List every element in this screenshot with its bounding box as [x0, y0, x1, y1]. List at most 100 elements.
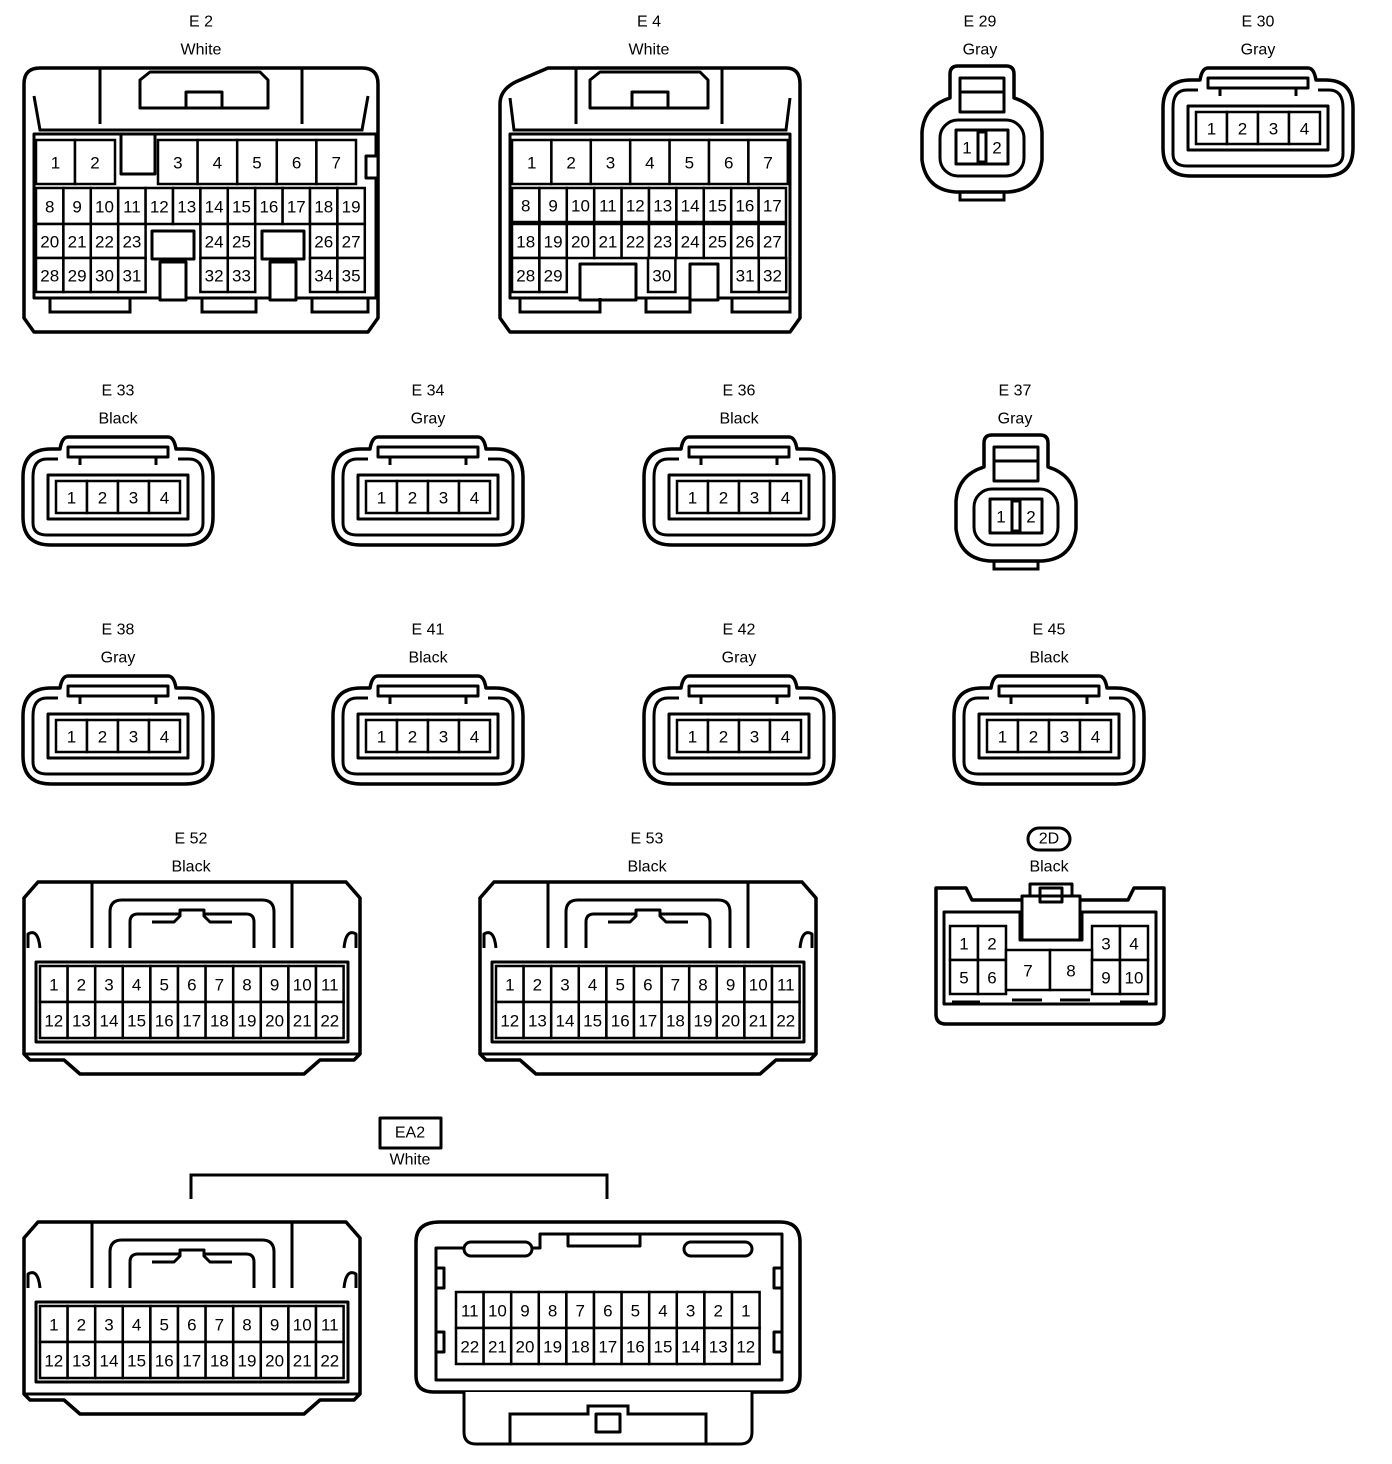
ea2-left-pin-1-number: 1 [49, 1316, 58, 1335]
ea2-left-pin-22-number: 22 [320, 1352, 339, 1371]
e53-pin-1-number: 1 [505, 976, 514, 995]
e2-pin-8-number: 8 [45, 198, 54, 217]
e4-pin-11-number: 11 [599, 197, 617, 216]
e41-pin-3: 3 [426, 718, 461, 754]
e4-pin-16: 16 [729, 186, 760, 224]
e2-pin-34-number: 34 [314, 267, 333, 286]
ea2-left-pin-19: 19 [231, 1340, 263, 1380]
c2d-pin-8-number: 8 [1066, 962, 1075, 981]
ea2-right-pin-3: 3 [675, 1290, 706, 1330]
e34-pin-3-number: 3 [439, 489, 448, 508]
ea2-left-pin-15-number: 15 [127, 1352, 146, 1371]
ea2-left-pin-17: 17 [176, 1340, 207, 1380]
e52-pin-4-number: 4 [132, 976, 141, 995]
e38-pin-3-number: 3 [129, 728, 138, 747]
e29-pin-2: 2 [992, 139, 1001, 158]
ea2-right-pin-20-number: 20 [516, 1338, 535, 1357]
ea2-right-pin-6: 6 [592, 1290, 623, 1330]
e41-pin-4: 4 [457, 718, 492, 754]
e52-pin-10-number: 10 [293, 976, 312, 995]
e4-pin-29-number: 29 [544, 267, 563, 286]
e4-pin-16-number: 16 [735, 197, 754, 216]
e4-pin-28: 28 [510, 256, 541, 294]
e30-pin-2: 2 [1225, 110, 1260, 146]
ea2-left-pin-8-number: 8 [242, 1316, 251, 1335]
e2-pin-29-number: 29 [68, 267, 87, 286]
ea2-left-pin-20: 20 [259, 1340, 290, 1380]
e42-pin-1: 1 [675, 718, 710, 754]
e34-pin-1: 1 [364, 479, 399, 515]
e30-pin-4: 4 [1287, 110, 1322, 146]
e4-pin-18-number: 18 [516, 233, 535, 252]
ea2-right-pin-4: 4 [647, 1290, 679, 1330]
e41-pin-1: 1 [364, 718, 399, 754]
e34-color: Gray [411, 411, 446, 428]
e52-pin-21: 21 [287, 1000, 318, 1040]
e53-pin-18-number: 18 [666, 1012, 685, 1031]
e53-pin-21: 21 [743, 1000, 774, 1040]
e53-pin-10: 10 [743, 964, 774, 1004]
e53-pin-18: 18 [660, 1000, 691, 1040]
ea2-left-pin-13-number: 13 [72, 1352, 91, 1371]
ea2-right-pin-15: 15 [647, 1326, 679, 1366]
e45-pin-4-number: 4 [1091, 728, 1100, 747]
e53-pin-6-number: 6 [643, 976, 652, 995]
e30-pin-1: 1 [1194, 110, 1229, 146]
e38-pin-4: 4 [147, 718, 182, 754]
e41-pin-3-number: 3 [439, 728, 448, 747]
e4-pin-13: 13 [647, 186, 678, 224]
e4-pin-21: 21 [592, 222, 623, 260]
e36-pin-1: 1 [675, 479, 710, 515]
ea2-left-pin-16-number: 16 [155, 1352, 174, 1371]
two-pin-connectors [920, 64, 1078, 571]
e2-pin-8: 8 [34, 186, 65, 226]
ea2-right-pin-9-number: 9 [520, 1302, 529, 1321]
e52-pin-3: 3 [93, 964, 125, 1004]
e4-color: White [629, 42, 670, 59]
e52-pin-15-number: 15 [127, 1012, 146, 1031]
e45-pin-3: 3 [1047, 718, 1082, 754]
e4-pin-20-number: 20 [571, 233, 590, 252]
e53-pin-5-number: 5 [615, 976, 624, 995]
c2d-pin-2: 2 [976, 924, 1008, 962]
e2-pin-31: 31 [116, 256, 147, 294]
c2d-pin-5-number: 5 [959, 969, 968, 988]
e2-pin-5: 5 [235, 138, 279, 186]
e53-pin-9-number: 9 [726, 976, 735, 995]
c2d-pin-5: 5 [948, 958, 980, 996]
ea2-right-pin-22-number: 22 [460, 1338, 479, 1357]
e33-pin-3-number: 3 [129, 489, 138, 508]
e52-pin-20: 20 [259, 1000, 290, 1040]
e4-code: E 4 [637, 14, 661, 31]
e53-pin-4: 4 [577, 964, 608, 1004]
e4-pin-6-number: 6 [724, 154, 733, 173]
c2d-pin-7: 7 [1004, 948, 1052, 992]
e2-pin-24: 24 [199, 222, 230, 260]
e34-pin-1-number: 1 [377, 489, 386, 508]
ea2-right-pin-7: 7 [565, 1290, 596, 1330]
e2-pin-5-number: 5 [252, 154, 261, 173]
e52-pin-6: 6 [176, 964, 207, 1004]
e4-pin-15: 15 [702, 186, 733, 224]
ea2-right-pin-13: 13 [703, 1326, 734, 1366]
ea2-left-pin-12-number: 12 [44, 1352, 63, 1371]
e45-pin-1-number: 1 [998, 728, 1007, 747]
ea2-code-box [378, 1116, 443, 1150]
e2-pin-26: 26 [308, 222, 339, 260]
e4-pin-14-number: 14 [681, 197, 700, 216]
e37-pin-1: 1 [996, 508, 1005, 527]
e53-pin-22-number: 22 [776, 1012, 795, 1031]
ea2-right-pin-12: 12 [730, 1326, 761, 1366]
e34-pin-2: 2 [395, 479, 430, 515]
e38-pin-4-number: 4 [160, 728, 169, 747]
e52-pin-14-number: 14 [100, 1012, 119, 1031]
e53-pin-13-number: 13 [528, 1012, 547, 1031]
e53-pin-15-number: 15 [583, 1012, 602, 1031]
e38-color: Gray [101, 650, 136, 667]
c2d-pin-2-number: 2 [987, 935, 996, 954]
ea2-right-pin-6-number: 6 [603, 1302, 612, 1321]
e30-pin-2-number: 2 [1238, 120, 1247, 139]
e2-pin-1: 1 [34, 138, 77, 186]
e53-pin-7: 7 [660, 964, 691, 1004]
e30-code: E 30 [1242, 14, 1275, 31]
